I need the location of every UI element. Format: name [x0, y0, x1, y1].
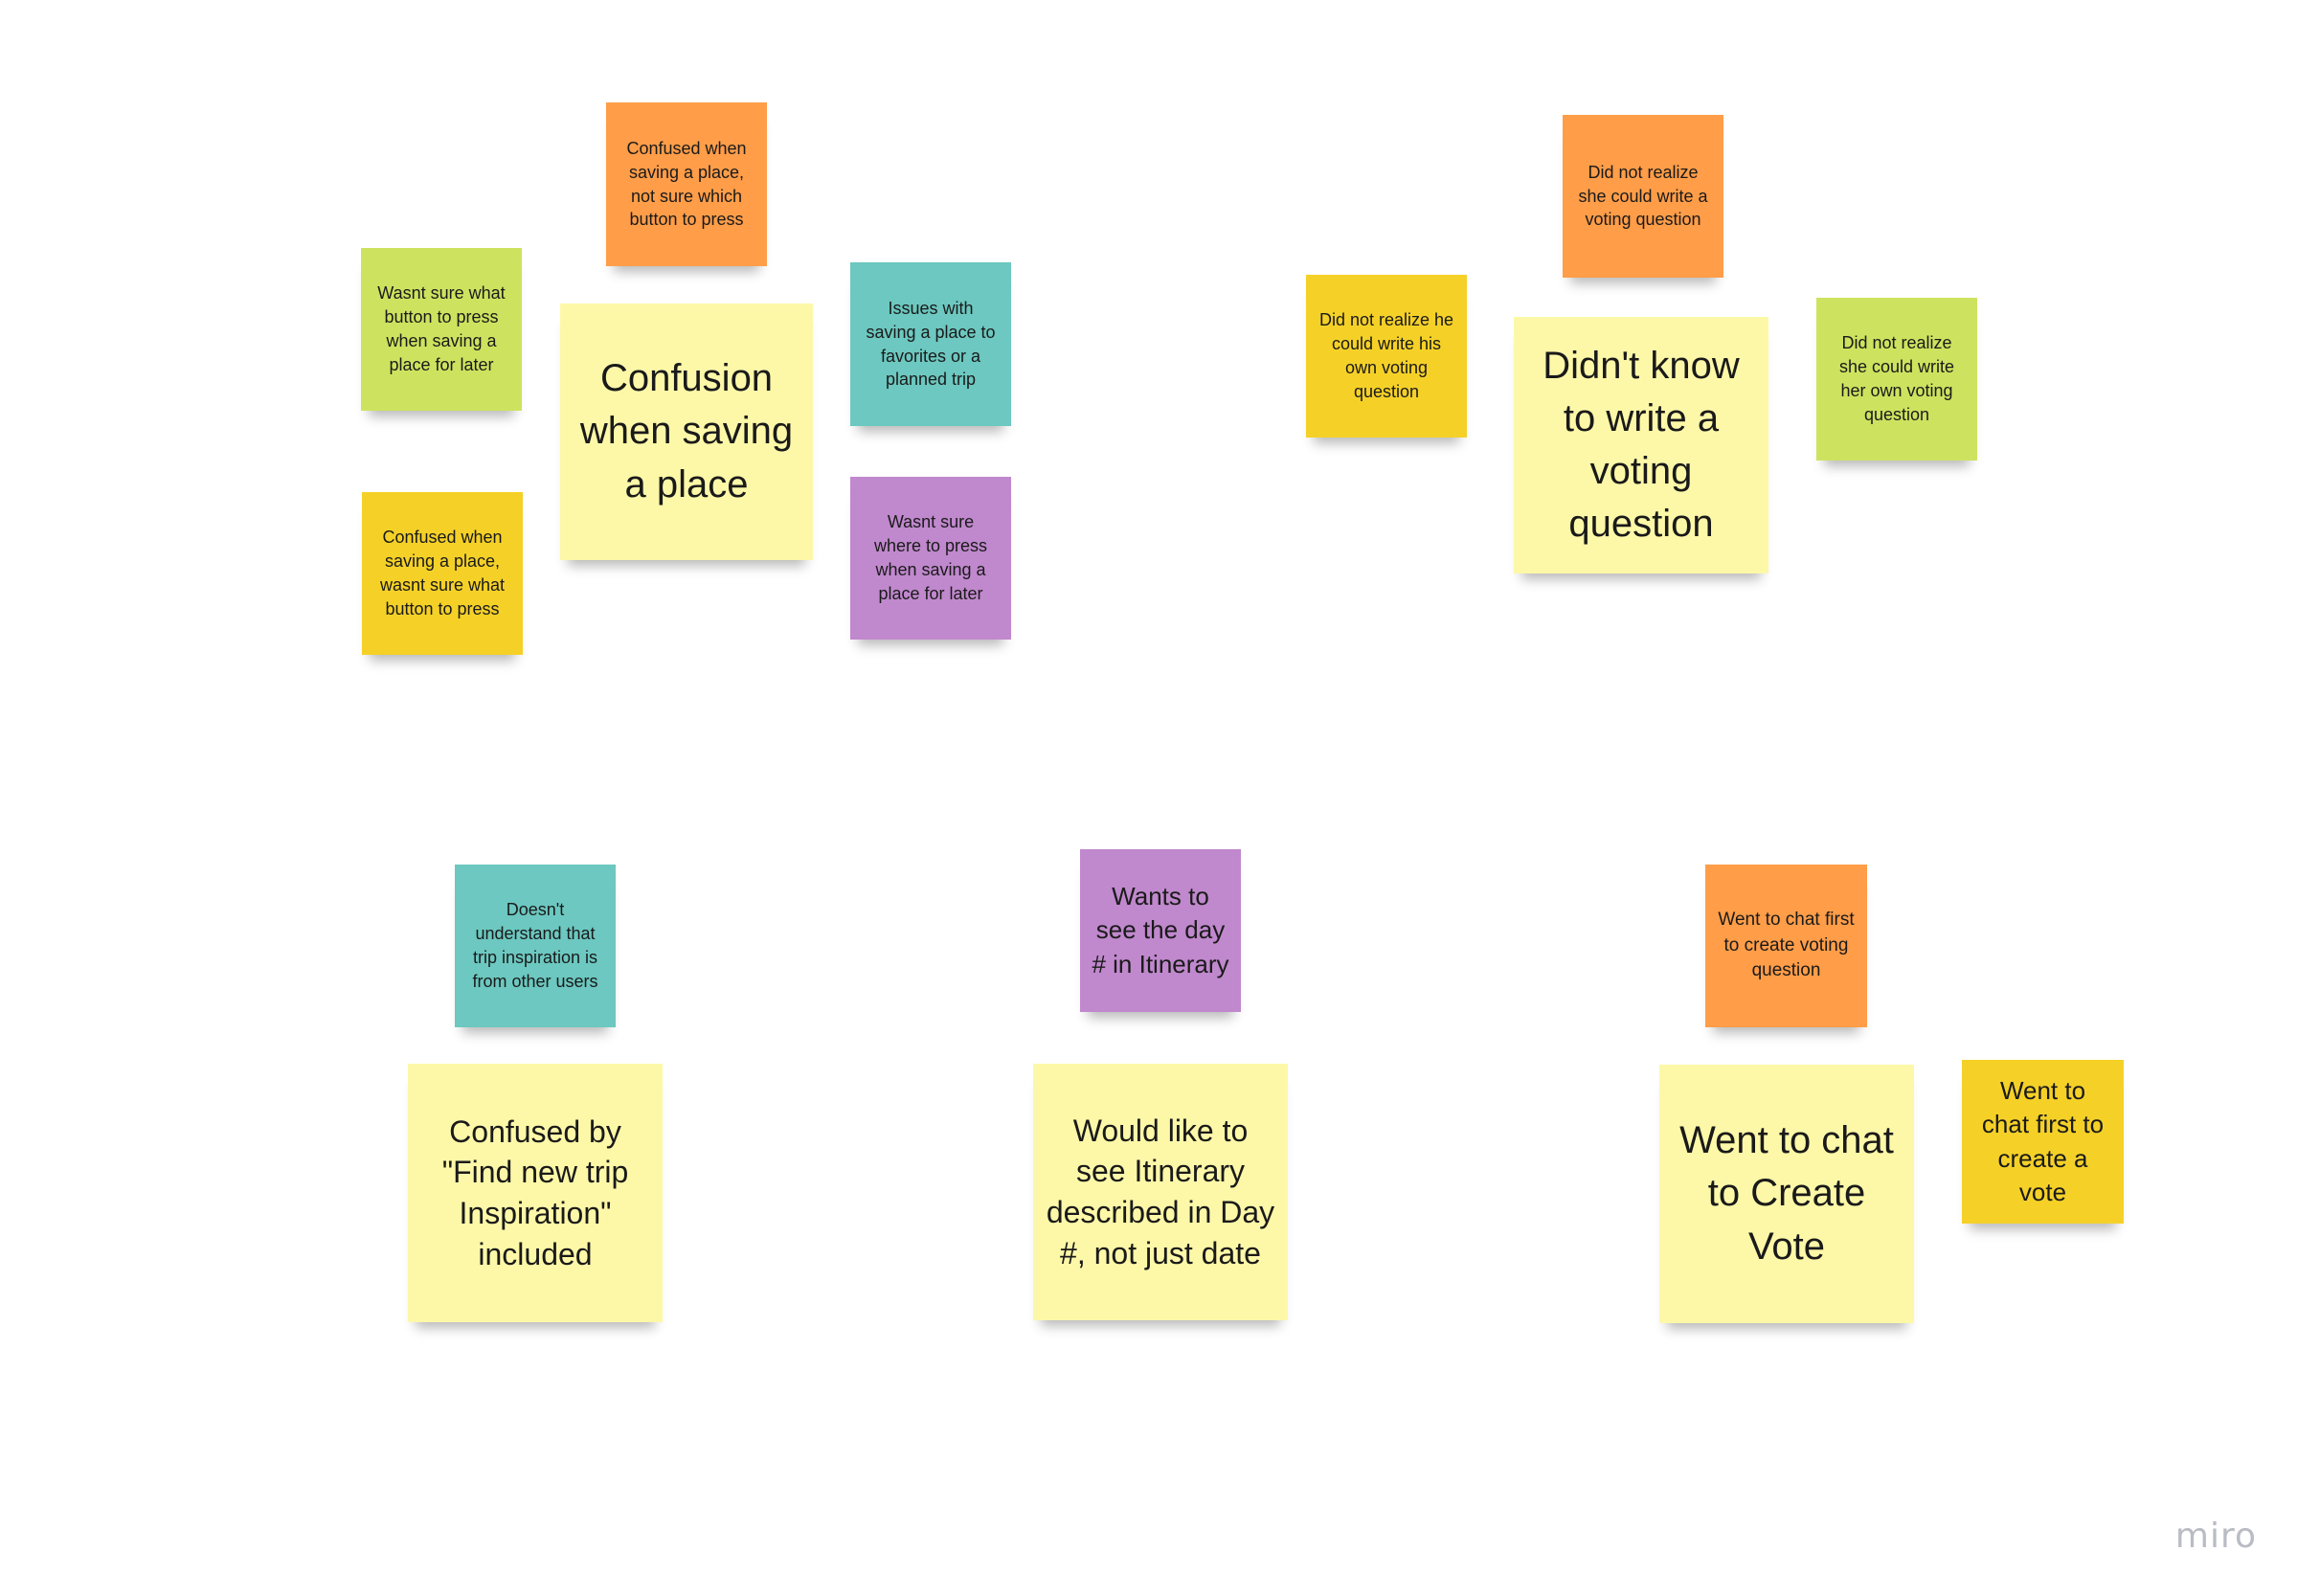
miro-logo: miro [2174, 1517, 2257, 1556]
sticky-note-yellow[interactable]: Went to chat first to create a vote [1962, 1060, 2124, 1224]
sticky-note-text: Did not realize she could write a voting… [1578, 162, 1708, 230]
sticky-note-yellow[interactable]: Did not realize he could write his own v… [1306, 275, 1467, 438]
sticky-note-violet[interactable]: Wasnt sure where to press when saving a … [850, 477, 1011, 640]
cluster-header-text: Confused by "Find new trip Inspiration" … [441, 1113, 629, 1271]
sticky-note-text: Wasnt sure where to press when saving a … [873, 512, 988, 603]
sticky-note-text: Went to chat first to create a vote [1981, 1076, 2105, 1206]
cluster-header-text: Didn't know to write a voting question [1543, 344, 1740, 546]
sticky-note-orange[interactable]: Did not realize she could write a voting… [1563, 115, 1723, 278]
cluster-header-note[interactable]: Didn't know to write a voting question [1514, 317, 1768, 573]
sticky-note-green[interactable]: Did not realize she could write her own … [1816, 298, 1977, 461]
sticky-note-text: Did not realize he could write his own v… [1318, 310, 1454, 401]
sticky-note-text: Doesn't understand that trip inspiration… [472, 900, 598, 991]
sticky-note-text: Wants to see the day # in Itinerary [1092, 882, 1229, 978]
cluster-header-note[interactable]: Confused by "Find new trip Inspiration" … [408, 1064, 663, 1322]
sticky-note-text: Went to chat first to create voting ques… [1718, 909, 1855, 981]
cluster-header-text: Went to chat to Create Vote [1679, 1119, 1894, 1268]
cluster-header-note[interactable]: Confusion when saving a place [560, 303, 813, 560]
sticky-note-teal[interactable]: Doesn't understand that trip inspiration… [455, 865, 616, 1027]
cluster-header-note[interactable]: Went to chat to Create Vote [1659, 1065, 1914, 1323]
sticky-note-text: Issues with saving a place to favorites … [866, 298, 996, 390]
cluster-header-text: Would like to see Itinerary described in… [1046, 1113, 1275, 1270]
sticky-note-teal[interactable]: Issues with saving a place to favorites … [850, 262, 1011, 426]
sticky-note-text: Confused when saving a place, not sure w… [626, 138, 747, 230]
sticky-note-text: Confused when saving a place, wasnt sure… [379, 528, 506, 618]
sticky-note-text: Did not realize she could write her own … [1838, 333, 1955, 424]
sticky-note-orange[interactable]: Confused when saving a place, not sure w… [606, 102, 767, 266]
cluster-header-note[interactable]: Would like to see Itinerary described in… [1033, 1064, 1288, 1320]
cluster-header-text: Confusion when saving a place [579, 357, 794, 506]
sticky-note-green[interactable]: Wasnt sure what button to press when sav… [361, 248, 522, 411]
sticky-note-violet[interactable]: Wants to see the day # in Itinerary [1080, 849, 1241, 1012]
sticky-note-orange[interactable]: Went to chat first to create voting ques… [1705, 865, 1867, 1027]
sticky-note-yellow[interactable]: Confused when saving a place, wasnt sure… [362, 492, 523, 655]
sticky-note-text: Wasnt sure what button to press when sav… [377, 283, 506, 374]
